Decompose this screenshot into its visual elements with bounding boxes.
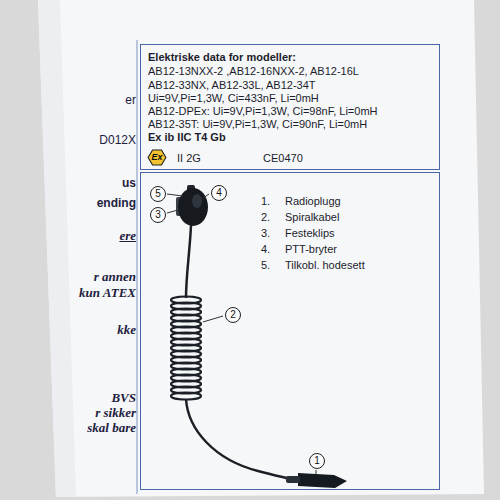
spec-text: Ui=9V,Pi=1,3W, Ci=433nF, Li=0mH bbox=[148, 92, 319, 105]
page-fragment-text: kun ATEX bbox=[79, 286, 136, 300]
parts-list-item: PTT-bryter bbox=[285, 243, 337, 256]
page-fragment-text: ending bbox=[97, 196, 136, 210]
callout-number: 2 bbox=[230, 310, 236, 320]
parts-list-item: Spiralkabel bbox=[285, 211, 339, 224]
callout-number: 5 bbox=[155, 189, 161, 199]
page-fragment-text: BVS bbox=[111, 391, 136, 405]
spec-text: AB12-13NXX-2 ,AB12-16NXX-2, AB12-16L bbox=[148, 65, 359, 78]
callout-number: 1 bbox=[309, 453, 325, 469]
parts-list-item: Festeklips bbox=[285, 227, 335, 240]
parts-list-item: 4. bbox=[261, 243, 270, 256]
callout-number: 3 bbox=[155, 210, 161, 220]
callout-number: 4 bbox=[211, 185, 227, 201]
callout-number: 5 bbox=[150, 186, 166, 202]
callout-number: 1 bbox=[314, 456, 320, 466]
page-fragment-text: D012X bbox=[99, 133, 136, 147]
page-fragment-text: us bbox=[122, 176, 136, 190]
callout-number: 3 bbox=[150, 207, 166, 223]
parts-list-item: 2. bbox=[261, 211, 270, 224]
parts-list-item: 1. bbox=[261, 195, 270, 208]
spec-text: Ex ib IIC T4 Gb bbox=[148, 131, 226, 144]
callout-number: 2 bbox=[225, 307, 241, 323]
parts-list-item: Tilkobl. hodesett bbox=[285, 259, 365, 272]
spec-text: AB12-33NX, AB12-33L, AB12-34T bbox=[148, 79, 316, 92]
spec-text: Elektriske data for modeller: bbox=[148, 51, 296, 64]
paper-shade bbox=[38, 0, 76, 497]
headset-illustration bbox=[171, 185, 347, 488]
spec-text: AB12-DPEx: Ui=9V,Pi=1,3W, Ci=98nF, Li=0m… bbox=[148, 105, 378, 118]
parts-list-item: 5. bbox=[261, 259, 270, 272]
parts-list-item: Radioplugg bbox=[285, 195, 341, 208]
page-fragment-text: kke bbox=[117, 323, 136, 337]
ex-symbol: Ex bbox=[147, 149, 167, 166]
parts-list-item: 3. bbox=[261, 227, 270, 240]
page-fragment-text: er bbox=[125, 93, 136, 107]
spec-text: CE0470 bbox=[263, 152, 303, 165]
spec-text: II 2G bbox=[177, 152, 201, 165]
spec-text: Ex bbox=[151, 153, 162, 162]
spec-text: AB12-35T: Ui=9V,Pi=1,3W, Ci=90nF, Li=0mH bbox=[148, 118, 367, 131]
data-table-cell: Elektriske data for modeller:AB12-13NXX-… bbox=[140, 44, 440, 170]
page-fragment-text: skal bare bbox=[87, 421, 136, 435]
page-fragment-text: r annen bbox=[94, 270, 136, 284]
page-fragment-text: r sikker bbox=[95, 406, 136, 420]
callout-number: 4 bbox=[216, 188, 222, 198]
table-rule bbox=[137, 40, 138, 494]
page-fragment-text: ere bbox=[119, 229, 136, 243]
figure-table-cell: 1. Radioplugg 2. Spiralkabel 3. Festeklips 4. P… bbox=[140, 172, 440, 490]
paper-sheet bbox=[38, 0, 484, 497]
